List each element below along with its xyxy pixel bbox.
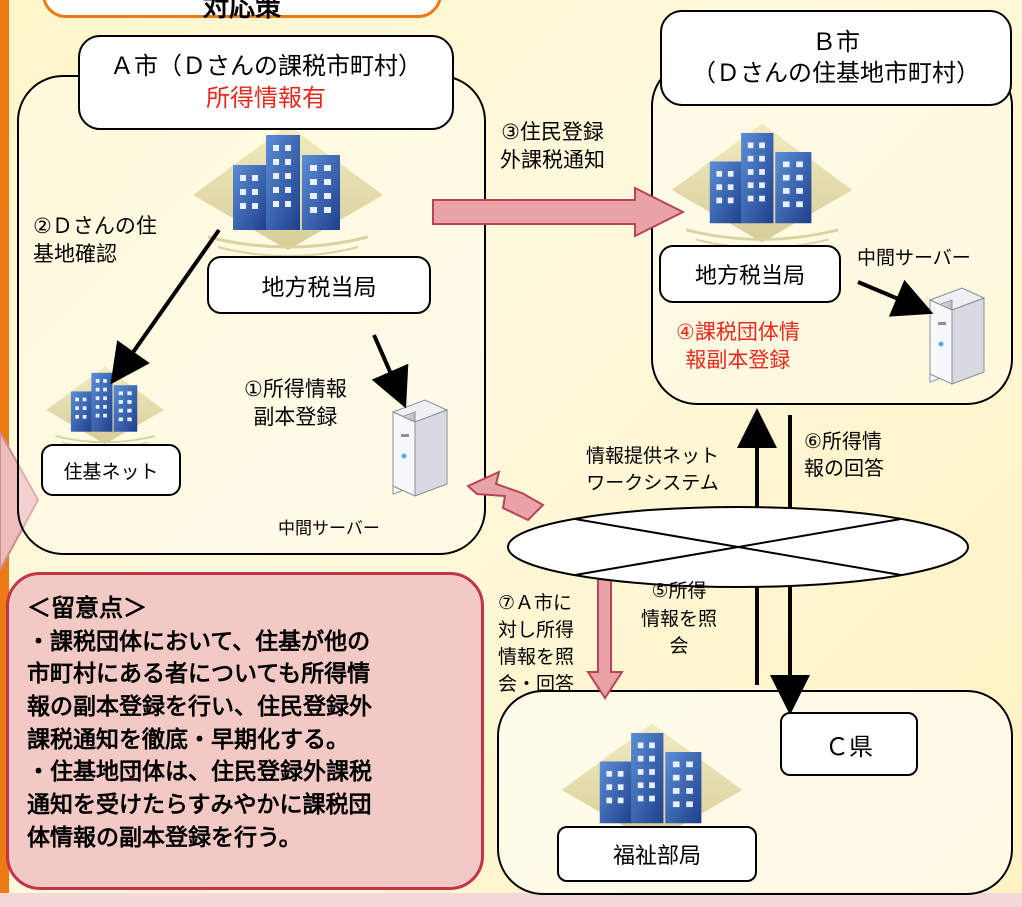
city-b-title: Ｂ市 [812,27,860,56]
step3-label: ③住民登録外課税通知 [500,120,605,173]
network-label: 情報提供ネットワークシステム [586,445,720,494]
network-to-a-arrow [466,470,545,522]
city-b-subtitle: （Ｄさんの住基地市町村） [692,59,980,87]
city-a-title: Ａ市（Ｄさんの課税市町村） [110,52,422,81]
network-ellipse-icon [507,506,969,588]
notes-title: ＜留意点＞ [27,594,147,622]
city-a-subtitle: 所得情報有 [206,83,326,112]
city-a-title-box: Ａ市（Ｄさんの課税市町村） 所得情報有 [78,35,454,130]
city-a-tax-office-box: 地方税当局 [207,256,431,314]
notes-box: ＜留意点＞ ・課税団体において、住基が他の 市町村にある者についても所得情 報の… [6,572,484,890]
city-b-server-label: 中間サーバー [857,247,971,269]
left-pink-arrow [0,429,40,571]
notes-line-3: 報の副本登録を行い、住民登録外 [27,694,372,721]
jukinet-label: 住基ネット [63,460,159,483]
step1-register-arrow [371,334,409,409]
city-b-tax-office-box: 地方税当局 [659,245,841,303]
jukinet-building-icon [45,365,165,449]
heading-tab: 対応策 [42,0,442,23]
step3-notification-arrow [432,186,686,238]
step4-register-arrow [857,279,934,317]
step7-label: ⑦Ａ市に対し所得情報を照会・回答 [498,592,575,695]
notes-line-4: 課税通知を徹底・早期化する。 [27,726,349,753]
notes-line-2: 市町村にある者についても所得情 [27,661,371,688]
city-a-server-icon [392,399,448,497]
welfare-box: 福祉部局 [557,826,757,882]
step6-label: ⑥所得情報の回答 [804,429,884,480]
city-a-server-label: 中間サーバー [278,519,380,539]
heading-text: 対応策 [202,0,281,23]
c-pref-box: Ｃ県 [780,712,918,776]
step2-confirm-arrow [110,228,221,385]
step4-label: ④課税団体情報副本登録 [676,320,800,373]
step5-label: ⑤所得情報を照会 [641,580,718,658]
notes-line-5: ・住基地団体は、住民登録外課税 [27,759,372,786]
bottom-strip [0,893,1022,907]
step2-label: ②Ｄさんの住基地確認 [33,214,157,267]
city-a-tax-office-label: 地方税当局 [261,275,377,301]
welfare-label: 福祉部局 [612,844,701,869]
jukinet-box: 住基ネット [41,444,181,496]
city-b-tax-office-label: 地方税当局 [694,264,805,289]
city-a-building-icon [191,123,385,258]
city-b-title-box: Ｂ市 （Ｄさんの住基地市町村） [660,10,1012,106]
notes-line-6: 通知を受けたらすみやかに課税団 [27,792,372,819]
notes-line-1: ・課税団体において、住基が他の [27,628,371,655]
c-pref-label: Ｃ県 [825,732,873,761]
step1-label: ①所得情報副本登録 [244,377,347,430]
city-b-building-icon [670,122,854,250]
notes-line-7: 体情報の副本登録を行う。 [27,824,302,851]
city-b-server-icon [929,287,985,385]
